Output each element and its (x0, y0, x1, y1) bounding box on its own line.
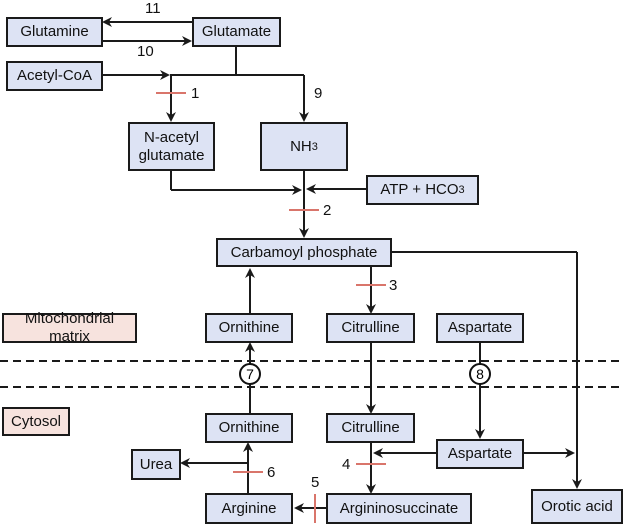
node-ornithine-mito: Ornithine (205, 313, 293, 343)
node-acetyl-coa: Acetyl-CoA (6, 61, 103, 91)
step-3-label: 3 (389, 277, 398, 294)
node-n-acetyl-glutamate: N-acetyl glutamate (128, 122, 215, 171)
node-label: Glutamate (201, 23, 272, 40)
step-label: 8 (476, 366, 484, 382)
step-6-label: 6 (267, 464, 276, 481)
region-mitochondrial-matrix: Mitochondrial matrix (2, 310, 137, 345)
node-label: Arginine (221, 499, 277, 517)
node-label: Aspartate (447, 319, 513, 336)
node-label: Ornithine (218, 319, 280, 336)
region-label: Mitochondrial matrix (24, 310, 115, 345)
node-label: Argininosuccinate (339, 499, 459, 517)
step-2-label: 2 (323, 202, 332, 219)
node-label: NH (290, 137, 312, 155)
node-orotic-acid: Orotic acid (531, 489, 623, 524)
node-label: Acetyl-CoA (16, 67, 93, 84)
region-label: Cytosol (10, 412, 62, 430)
step-11-label: 11 (145, 0, 161, 17)
step-label: 7 (246, 366, 254, 382)
node-citrulline-cyto: Citrulline (326, 413, 415, 443)
node-glutamine: Glutamine (6, 17, 103, 47)
node-label: Aspartate (447, 445, 513, 462)
node-carbamoyl-phosphate: Carbamoyl phosphate (216, 238, 392, 267)
node-label: Glutamine (20, 23, 89, 40)
step-1-label: 1 (191, 85, 200, 102)
node-subscript: 3 (458, 184, 465, 196)
node-label: Orotic acid (541, 497, 613, 515)
node-label: Citrulline (341, 419, 400, 436)
node-label: N-acetyl (143, 128, 199, 146)
node-label: ATP + HCO (380, 181, 459, 198)
node-subscript: 3 (311, 140, 318, 153)
step-5-label: 5 (311, 474, 320, 491)
step-9-label: 9 (314, 85, 323, 102)
node-label: Ornithine (218, 419, 280, 436)
node-label: Carbamoyl phosphate (230, 243, 378, 261)
step-8-circle: 8 (469, 363, 491, 385)
node-ornithine-cyto: Ornithine (205, 413, 293, 443)
node-aspartate-mito: Aspartate (436, 313, 524, 343)
node-label: Urea (139, 455, 173, 473)
step-7-circle: 7 (239, 363, 261, 385)
node-urea: Urea (131, 449, 181, 480)
node-label: glutamate (138, 146, 205, 164)
node-arginine: Arginine (205, 493, 293, 524)
node-label: Citrulline (341, 319, 400, 336)
step-4-label: 4 (342, 456, 351, 473)
node-aspartate-cyto: Aspartate (436, 439, 524, 469)
region-cytosol: Cytosol (2, 407, 70, 436)
step-10-label: 10 (137, 43, 154, 60)
node-citrulline-mito: Citrulline (326, 313, 415, 343)
node-glutamate: Glutamate (192, 17, 281, 47)
node-argininosuccinate: Argininosuccinate (326, 493, 472, 524)
